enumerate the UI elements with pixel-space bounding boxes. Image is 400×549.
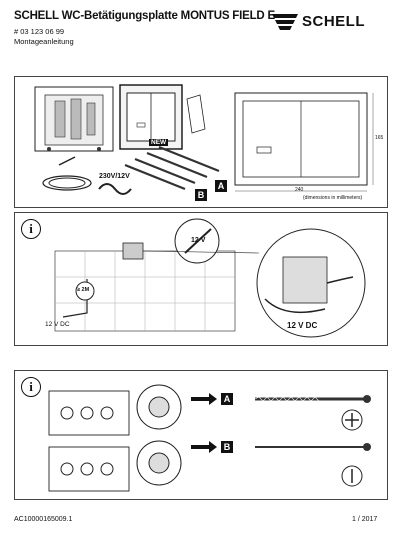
new-badge: NEW (149, 139, 169, 146)
electrical-panel: i ≥ 2M 12 V DC 12 V 12 V DC (14, 212, 388, 346)
screw-panel: i A B (14, 370, 388, 500)
document-version: 1 / 2017 (352, 516, 378, 523)
slotted-head-icon (341, 465, 363, 487)
info-icon: i (21, 377, 41, 397)
components-panel: NEW 230V/12V A B 240 165 (dimensions in … (14, 76, 388, 208)
page-title: SCHELL WC-Betätigungsplatte MONTUS FIELD… (14, 10, 275, 22)
distance-label: ≥ 2M (77, 287, 90, 293)
dimensions-note: (dimensions in millimeters) (303, 195, 363, 201)
electrical-illustration (54, 218, 366, 338)
voltage-detail-label: 12 V (191, 237, 206, 244)
schell-logo: SCHELL (270, 10, 375, 32)
tag-b: B (195, 189, 207, 201)
article-number: # 03 123 06 99 (14, 27, 65, 36)
voltage-label-large: 12 V DC (287, 321, 318, 330)
document-code: AC10000165009.1 (14, 516, 73, 523)
schell-logo-icon (272, 14, 298, 30)
brand-name: SCHELL (302, 13, 365, 30)
screw-illustration (48, 384, 371, 492)
dim-width: 240 (295, 187, 304, 193)
power-supply-label: 230V/12V (99, 173, 130, 180)
dim-height: 165 (375, 135, 384, 141)
document-subtitle: Montageanleitung (14, 37, 74, 46)
tag-a: A (221, 393, 233, 405)
tag-b: B (221, 441, 233, 453)
components-illustration (34, 84, 374, 195)
info-icon: i (21, 219, 41, 239)
voltage-label-small: 12 V DC (45, 321, 70, 328)
phillips-head-icon (341, 409, 363, 431)
tag-a: A (215, 180, 227, 192)
